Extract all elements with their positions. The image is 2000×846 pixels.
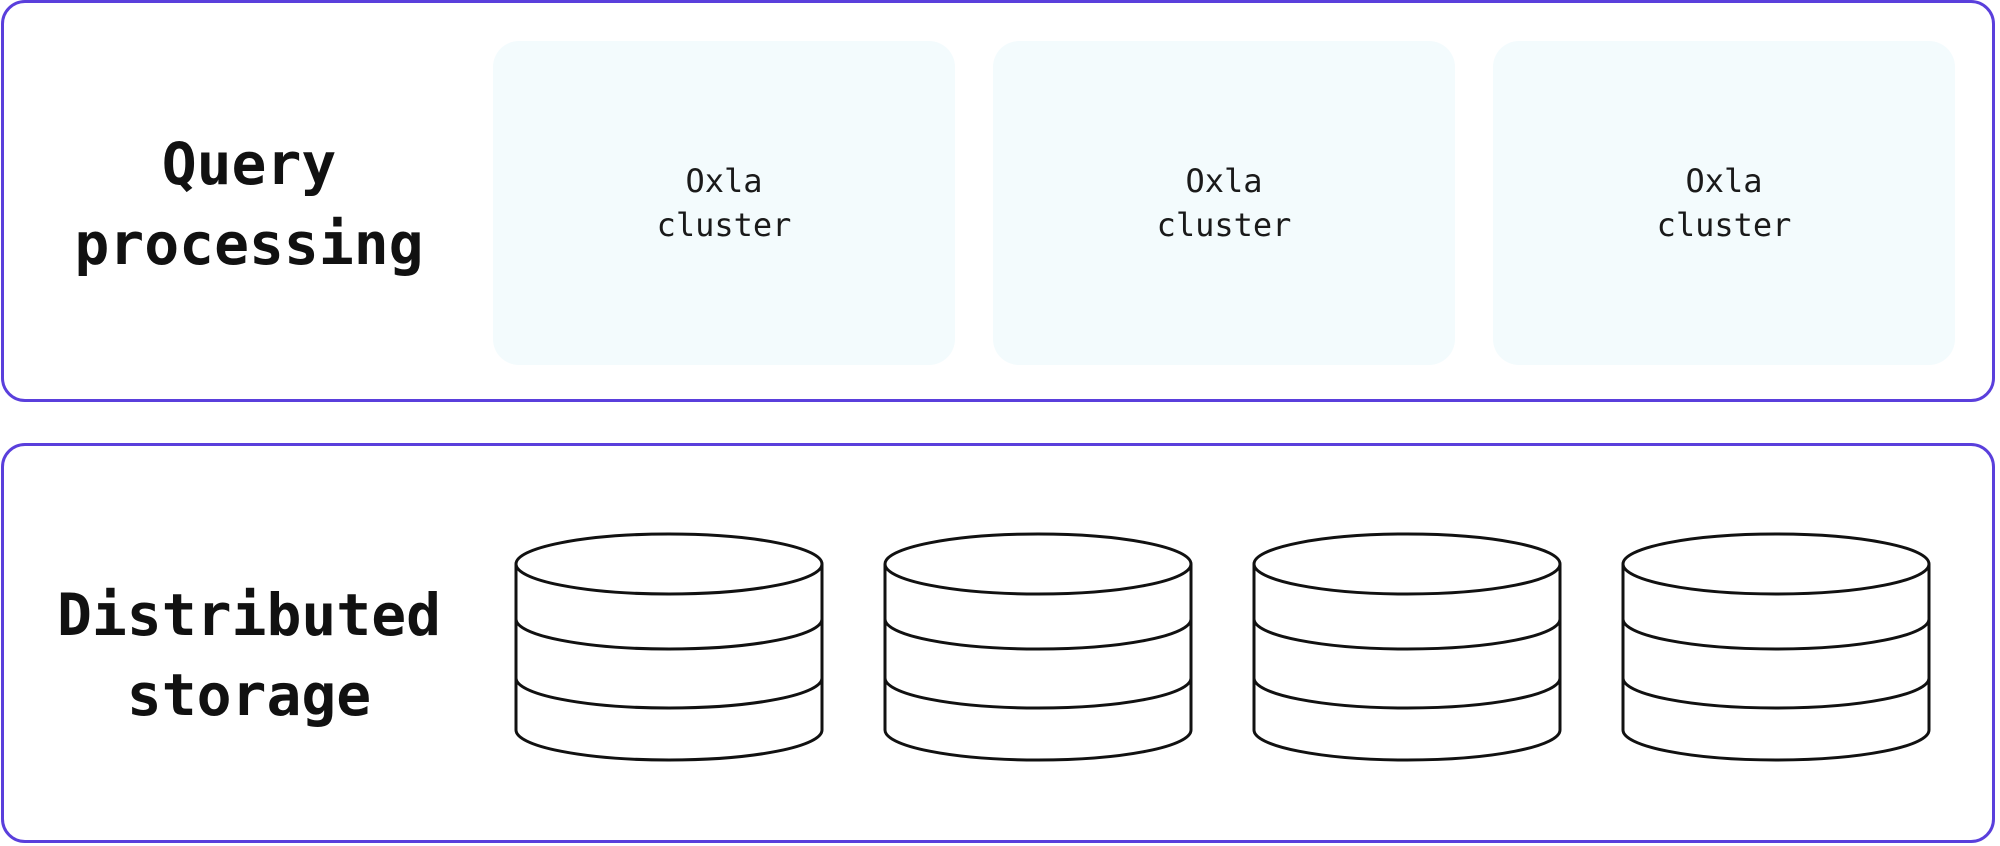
query-processing-title: Query processing: [4, 124, 494, 284]
cluster-label-line1: Oxla: [1185, 162, 1263, 200]
cluster-label-line2: cluster: [1656, 206, 1792, 244]
cluster-label-line1: Oxla: [1685, 162, 1763, 200]
database-icon: [1621, 532, 1931, 762]
cluster-label-line1: Oxla: [685, 162, 763, 200]
database-icon: [1252, 532, 1562, 762]
database-icon: [883, 532, 1193, 762]
oxla-cluster-1: Oxla cluster: [493, 41, 955, 365]
distributed-storage-title-line1: Distributed: [56, 581, 442, 649]
database-icon: [514, 532, 824, 762]
oxla-cluster-2: Oxla cluster: [993, 41, 1455, 365]
distributed-storage-title: Distributed storage: [4, 575, 494, 735]
query-processing-title-line2: processing: [74, 210, 424, 278]
cluster-label-line2: cluster: [1156, 206, 1292, 244]
query-processing-panel: Query processing Oxla cluster Oxla clust…: [1, 0, 1995, 402]
database-icon-group: [514, 532, 1931, 762]
cluster-label-line2: cluster: [656, 206, 792, 244]
query-processing-title-line1: Query: [161, 130, 337, 198]
distributed-storage-panel: Distributed storage: [1, 443, 1995, 843]
distributed-storage-title-line2: storage: [126, 661, 372, 729]
oxla-cluster-3: Oxla cluster: [1493, 41, 1955, 365]
